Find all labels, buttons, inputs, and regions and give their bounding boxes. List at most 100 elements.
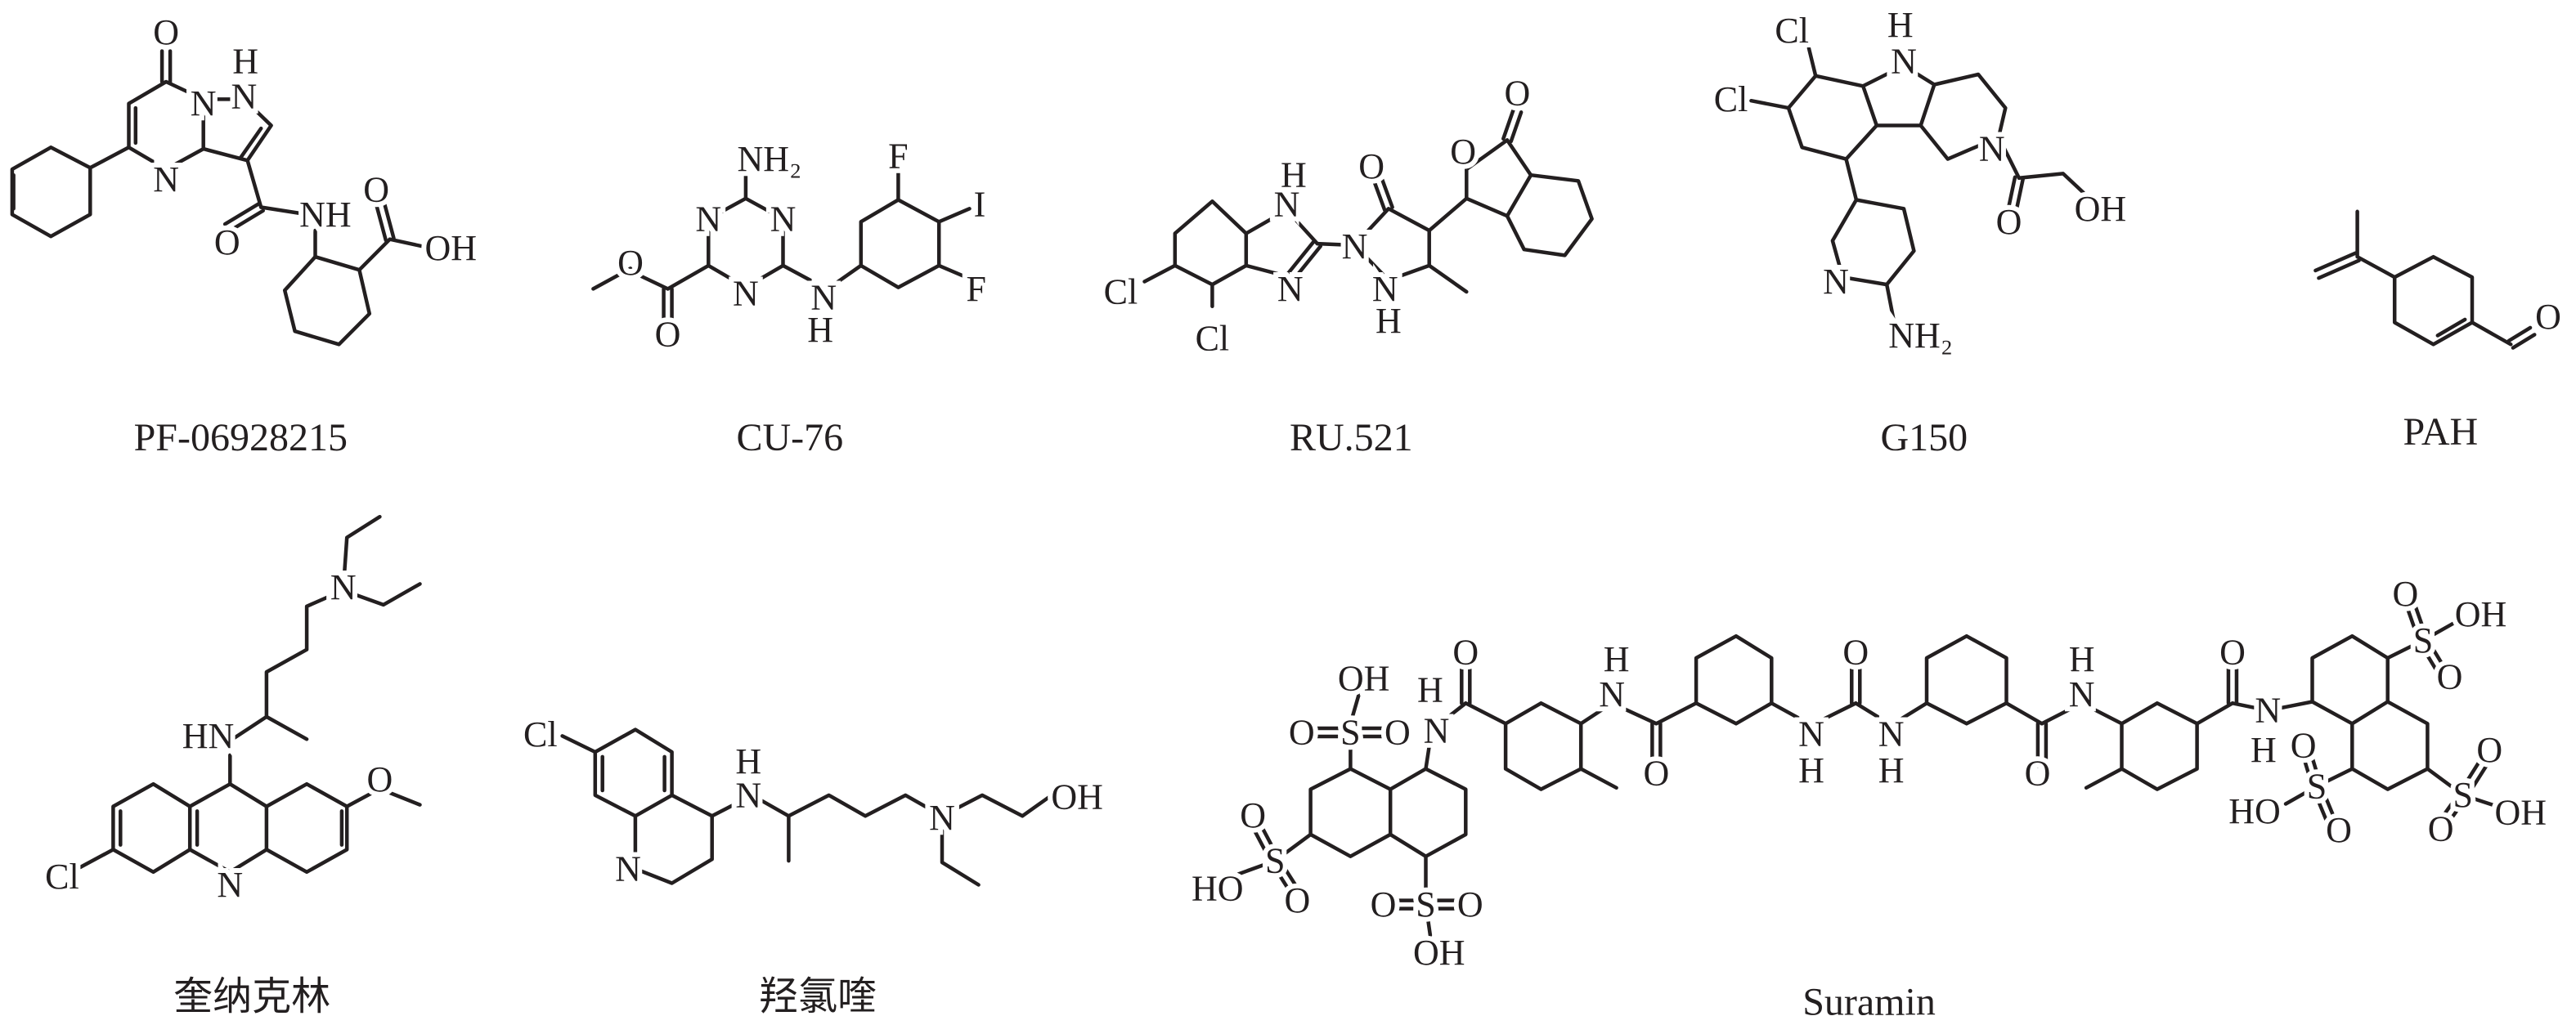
bond — [2350, 700, 2430, 791]
bond — [1806, 46, 1818, 78]
bond — [560, 734, 598, 754]
bond — [940, 814, 981, 887]
bond — [940, 793, 1054, 818]
atom-label: OH — [1413, 933, 1465, 973]
bond — [1424, 737, 1433, 771]
atom-label: N — [153, 159, 179, 199]
bond — [635, 272, 670, 291]
atom-label: H — [1376, 301, 1402, 341]
bond — [10, 145, 92, 239]
atom-label: N — [2069, 674, 2095, 714]
bond — [1388, 767, 1468, 858]
atom-label: O — [1505, 74, 1531, 114]
atom-label: OH — [1338, 658, 1390, 698]
atom-label: H — [807, 310, 833, 350]
bond — [2004, 701, 2044, 726]
bond — [245, 159, 263, 209]
bond — [1844, 157, 1859, 202]
atom-label: O — [1996, 202, 2022, 242]
bond — [1578, 701, 1614, 726]
atom-label: N — [2255, 691, 2281, 731]
compound-name: 奎纳克林 — [173, 975, 330, 1018]
compound-name: Suramin — [1802, 981, 1936, 1024]
compound-name: PAH — [2403, 410, 2479, 454]
atom-label: O — [1643, 753, 1669, 793]
bond — [88, 145, 131, 170]
atom-label: S — [2307, 767, 2327, 807]
atom-label: H — [1878, 750, 1905, 790]
double-bond — [1277, 857, 1299, 888]
double-bond — [2464, 760, 2491, 799]
atom-label: N — [217, 865, 243, 905]
bond — [1465, 196, 1510, 218]
double-bond — [381, 198, 396, 240]
bond — [1427, 263, 1469, 294]
bond — [707, 196, 785, 289]
atom-label: S — [2453, 775, 2473, 815]
atom-label: NH₂ — [737, 139, 801, 179]
bond — [201, 97, 273, 163]
atom-label: H — [1798, 750, 1824, 790]
atom-label: H — [1417, 670, 1443, 710]
atom-label: O — [2428, 808, 2454, 848]
bond — [2426, 767, 2466, 797]
atom-label: Cl — [1196, 319, 1230, 359]
double-bond — [1251, 827, 1274, 865]
atom-label: O — [1240, 795, 1266, 835]
atom-label: O — [366, 759, 393, 799]
atom-label: O — [153, 12, 179, 52]
bond — [1996, 135, 2022, 181]
atom-label: N — [733, 273, 759, 313]
bond — [1786, 74, 1879, 161]
atom-label: H — [1887, 5, 1914, 45]
atom-label: Cl — [45, 857, 79, 897]
atom-label: S — [1340, 712, 1360, 752]
double-bond — [2313, 251, 2358, 273]
atom-label: N — [695, 199, 721, 239]
compound-name: G150 — [1880, 416, 1968, 459]
atom-label: HN — [182, 716, 235, 756]
bond — [357, 237, 392, 272]
double-bond — [1509, 110, 1524, 144]
bond — [258, 205, 301, 215]
atom-label: I — [974, 184, 986, 224]
atom-label: H — [232, 41, 258, 81]
atom-label: HO — [2228, 791, 2281, 831]
bond — [228, 714, 309, 743]
bond — [1285, 208, 1320, 246]
double-bond — [2457, 755, 2484, 795]
atom-label: O — [1284, 880, 1310, 920]
atom-label: F — [888, 136, 908, 176]
double-bond — [2309, 754, 2322, 787]
bond — [1464, 701, 1508, 726]
double-bond — [1380, 177, 1394, 209]
bond — [2017, 172, 2085, 195]
bond — [593, 727, 674, 818]
double-bond — [2446, 795, 2469, 825]
bond — [710, 793, 755, 818]
atom-label: OH — [2455, 594, 2507, 634]
bond — [1424, 902, 1433, 938]
compound-name: CU-76 — [736, 416, 843, 459]
atom-label: OH — [2075, 189, 2127, 229]
compound-name: 羟氯喹 — [759, 975, 877, 1018]
bond — [2392, 254, 2475, 347]
atom-label: O — [617, 243, 644, 283]
bond — [2435, 317, 2467, 338]
atom-label: H — [735, 741, 761, 781]
bond — [78, 848, 115, 870]
atom-label: F — [967, 269, 986, 309]
atom-label: O — [1842, 632, 1869, 672]
atom-label: N — [735, 775, 761, 815]
atom-label: O — [1358, 146, 1384, 186]
atom-label: Cl — [1104, 272, 1138, 312]
atom-label: NH₂ — [1888, 316, 1953, 356]
double-bond — [1372, 180, 1387, 213]
bond — [344, 786, 382, 808]
double-bond — [1291, 244, 1323, 282]
